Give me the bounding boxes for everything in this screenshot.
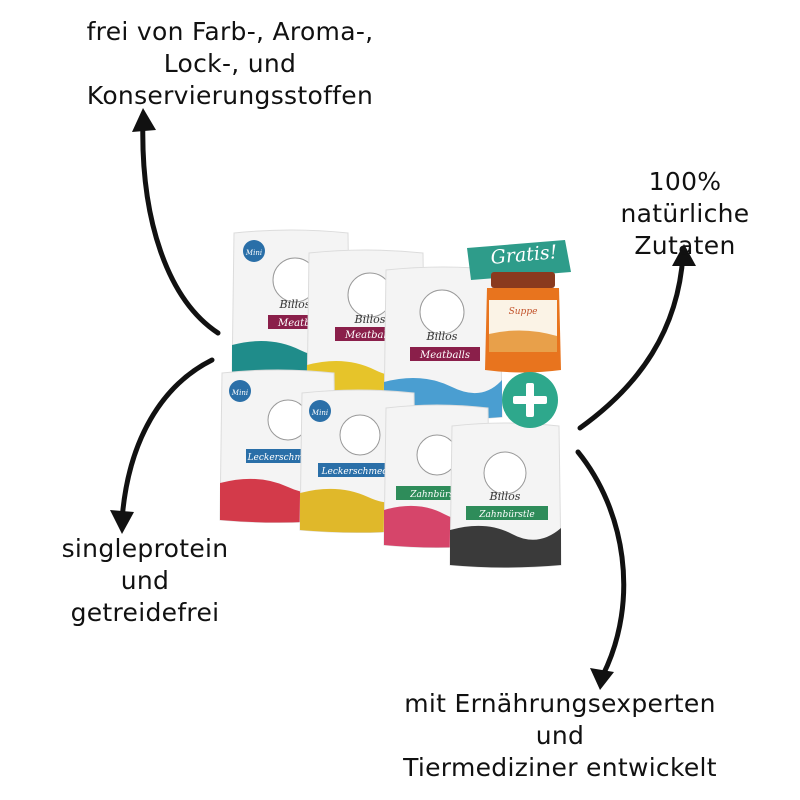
paw-badge-icon	[229, 380, 251, 402]
dog-logo-icon	[483, 451, 527, 495]
claim-line: frei von Farb-, Aroma-,	[86, 17, 374, 46]
pouch-name: Meatballs	[344, 330, 395, 341]
pouch-name: Zahnbürstle	[478, 510, 535, 520]
claim-line: Tiermediziner entwickelt	[403, 753, 717, 782]
paw-badge-icon	[243, 240, 265, 262]
claim-line: 100%	[648, 167, 722, 196]
badge-label: Mini	[245, 249, 262, 257]
claim-line: und	[120, 566, 170, 595]
arrow-bottom-right	[575, 449, 627, 678]
badge-label: Mini	[231, 389, 248, 397]
pouch-color-band	[450, 525, 561, 568]
brand-label: Billos	[279, 298, 311, 311]
plus-icon	[500, 370, 560, 434]
claim-expert-developed: mit Ernährungsexperten und Tiermediziner…	[350, 688, 770, 784]
soup-jar: Suppe	[483, 270, 563, 379]
jar-label: Suppe	[509, 307, 538, 317]
dog-logo-icon	[339, 414, 381, 456]
arrow-top-right	[577, 252, 686, 431]
pouch-zahnbuerstle-2: Billos Zahnbürstle	[448, 418, 563, 570]
claim-single-protein: singleprotein und getreidefrei	[20, 533, 270, 629]
claim-line: singleprotein	[61, 534, 229, 563]
jar-lid	[491, 272, 555, 288]
arrow-bottom-left	[119, 357, 215, 523]
claim-line: mit Ernährungsexperten	[404, 689, 716, 718]
arrowhead-bottom-right	[590, 668, 614, 690]
arrowhead-bottom-left	[110, 510, 134, 534]
badge-label: Mini	[311, 409, 328, 417]
arrowhead-top-left	[132, 108, 156, 132]
arrow-top-left	[140, 115, 221, 336]
pouch-name: Meatballs	[419, 350, 470, 361]
pouch-name: Leckerschmecker	[321, 467, 404, 477]
pouch-name: Meatballs	[277, 318, 328, 329]
pouch-name: Leckerschmecker	[247, 453, 330, 463]
claim-line: und	[535, 721, 585, 750]
claim-line: Konservierungsstoffen	[86, 81, 374, 110]
claim-line: Zutaten	[634, 231, 736, 260]
arrowhead-top-right	[672, 244, 696, 266]
claim-additive-free: frei von Farb-, Aroma-, Lock-, und Konse…	[20, 16, 440, 112]
claim-natural-ingredients: 100% natürliche Zutaten	[570, 166, 800, 262]
dog-logo-icon	[419, 289, 465, 335]
claim-line: natürliche	[620, 199, 750, 228]
claim-line: Lock-, und	[163, 49, 297, 78]
brand-label: Billos	[489, 490, 521, 503]
claim-line: getreidefrei	[70, 598, 220, 627]
paw-badge-icon	[309, 400, 331, 422]
gratis-banner	[467, 240, 571, 280]
brand-label: Billos	[426, 330, 458, 343]
pouch-name: Zahnbürstle	[409, 490, 466, 500]
brand-label: Billos	[354, 313, 386, 326]
